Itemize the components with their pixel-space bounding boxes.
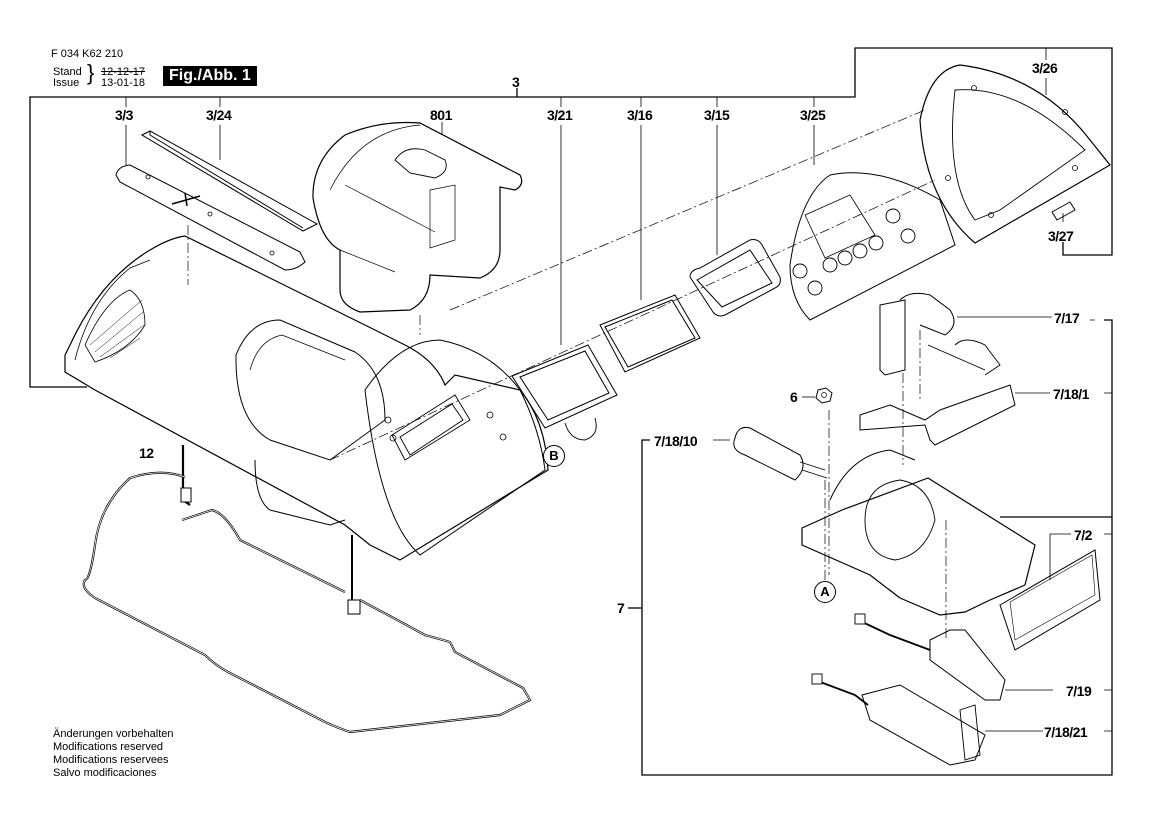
part-3-27-pin bbox=[1051, 201, 1076, 221]
part-3-25-keypad bbox=[789, 172, 956, 321]
callout-7: 7 bbox=[617, 600, 625, 616]
part-7-19-slider bbox=[929, 629, 1006, 701]
part-12-cable bbox=[82, 445, 532, 734]
callout-7-17: 7/17 bbox=[1054, 310, 1080, 326]
part-6-nut bbox=[815, 387, 833, 404]
stand-issue-labels: Stand Issue bbox=[53, 67, 82, 89]
callout-3-3: 3/3 bbox=[115, 107, 133, 123]
note-en: Modifications reserved bbox=[53, 741, 164, 753]
callout-7-18-10: 7/18/10 bbox=[654, 433, 698, 449]
callout-12: 12 bbox=[139, 445, 154, 461]
callout-3-21: 3/21 bbox=[547, 107, 573, 123]
part-3-16-pane bbox=[599, 294, 701, 373]
note-es: Salvo modificaciones bbox=[53, 767, 157, 779]
housing-window bbox=[391, 394, 471, 461]
callout-3-25: 3/25 bbox=[800, 107, 826, 123]
callout-3-24: 3/24 bbox=[206, 107, 232, 123]
part-7-18-21-carriage bbox=[861, 684, 986, 766]
leader-7-17 bbox=[957, 316, 1095, 321]
callout-7-18-1: 7/18/1 bbox=[1053, 386, 1089, 402]
leader-7-2 bbox=[1049, 533, 1112, 580]
callout-3-26: 3/26 bbox=[1032, 60, 1058, 76]
part-3-24-strip bbox=[140, 130, 319, 232]
part-3-15-gasket bbox=[689, 239, 781, 317]
group-7-bracket bbox=[641, 319, 1113, 776]
callout-3-16: 3/16 bbox=[627, 107, 653, 123]
housing-vent bbox=[84, 289, 146, 363]
part-3-3-cover bbox=[115, 164, 306, 271]
part-number: F 034 K62 210 bbox=[51, 48, 124, 60]
part-7-18-1-frame bbox=[859, 384, 1016, 446]
reference-b-marker: B bbox=[543, 445, 565, 467]
callout-7-18-21: 7/18/21 bbox=[1044, 724, 1088, 740]
group-3-bracket bbox=[29, 47, 1113, 388]
part-7-2-board bbox=[999, 549, 1101, 651]
issue-label: Issue bbox=[53, 77, 80, 89]
callout-3: 3 bbox=[512, 74, 520, 90]
reference-a-marker: A bbox=[814, 581, 836, 603]
figure-label: Fig./Abb. 1 bbox=[163, 66, 257, 86]
part-7-base bbox=[801, 477, 1036, 616]
modification-notice: Änderungen vorbehalten Modifications res… bbox=[53, 728, 173, 780]
part-7-17-motor bbox=[879, 292, 955, 376]
callout-6: 6 bbox=[790, 389, 798, 405]
housing-body bbox=[64, 235, 549, 561]
housing-bottom bbox=[254, 459, 346, 526]
part-3-21-display bbox=[511, 344, 618, 429]
brace-glyph: } bbox=[87, 60, 95, 85]
note-fr: Modifications reservees bbox=[53, 754, 169, 766]
new-date: 13-01-18 bbox=[101, 77, 146, 89]
callout-7-19: 7/19 bbox=[1066, 683, 1092, 699]
callout-3-27: 3/27 bbox=[1048, 228, 1074, 244]
housing-opening bbox=[235, 319, 386, 461]
old-date: 12-12-17 bbox=[101, 66, 146, 78]
callout-801: 801 bbox=[430, 107, 452, 123]
housing-front-face bbox=[364, 339, 546, 556]
callout-7-2: 7/2 bbox=[1074, 527, 1092, 543]
revision-dates: 12-12-17 13-01-18 bbox=[101, 67, 145, 89]
note-de: Änderungen vorbehalten bbox=[53, 728, 174, 740]
stand-label: Stand bbox=[53, 66, 82, 78]
part-3-26-endcap bbox=[919, 64, 1111, 244]
part-801-cover bbox=[312, 121, 523, 313]
part-7-18-10-capacitor bbox=[733, 427, 804, 481]
callout-3-15: 3/15 bbox=[704, 107, 730, 123]
